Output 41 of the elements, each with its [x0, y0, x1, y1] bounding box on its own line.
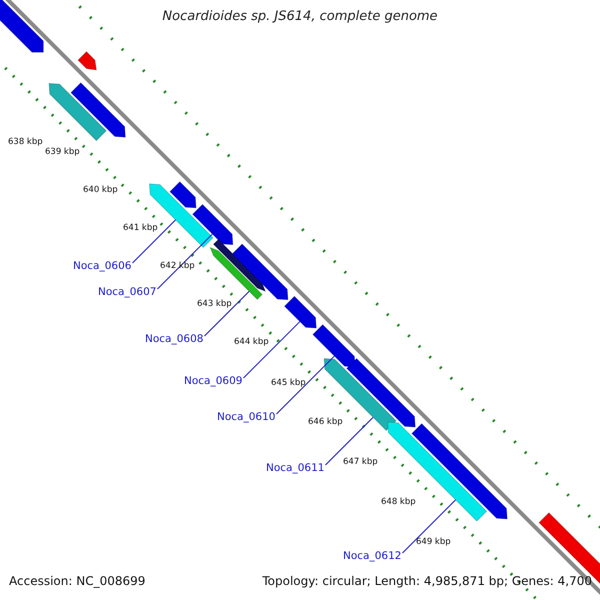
tick-label: 648 kbp [381, 497, 416, 507]
tick-label: 642 kbp [160, 261, 195, 271]
tick-label: 644 kbp [234, 337, 269, 347]
tick-label: 643 kbp [197, 299, 232, 309]
gene-feature [232, 244, 288, 300]
footer-text: Topology: circular; Length: 4,985,871 bp; Genes: 4,700 [262, 574, 592, 588]
gene-feature [0, 0, 44, 53]
tick-label: 645 kbp [271, 378, 306, 388]
gene-name: Noca_0606 [73, 260, 132, 272]
tick-label: 647 kbp [343, 457, 378, 467]
gene-feature [284, 296, 317, 328]
leader-line [204, 290, 250, 336]
leader-line [276, 356, 335, 414]
leader-line [242, 321, 300, 378]
tick-label: 640 kbp [83, 185, 118, 195]
gene-feature [324, 358, 397, 432]
footer-text: Accession: NC_008699 [9, 574, 146, 588]
gene-name: Noca_0612 [343, 550, 402, 562]
gene-name: Noca_0610 [217, 411, 276, 423]
tick-label: 639 kbp [45, 147, 80, 157]
gene-feature [210, 246, 263, 300]
gene-feature [346, 358, 416, 428]
leader-line [324, 416, 374, 466]
gene-name: Noca_0611 [266, 462, 324, 474]
leader-line [156, 234, 213, 290]
tick-label: 649 kbp [416, 537, 451, 547]
gene-name: Noca_0608 [145, 333, 204, 345]
gene-feature [78, 51, 97, 70]
title: Nocardioides sp. JS614, complete genome [161, 9, 439, 24]
gene-name: Noca_0607 [98, 286, 156, 298]
gene-feature [192, 204, 234, 246]
gene-feature [312, 324, 356, 368]
leader-line [402, 499, 456, 554]
gene-feature [48, 83, 107, 142]
leader-line [132, 219, 176, 264]
tick-label: 646 kbp [308, 417, 343, 427]
tick-label: 638 kbp [8, 137, 43, 147]
gene-feature [169, 181, 196, 208]
gene-feature [70, 82, 126, 138]
gene-name: Noca_0609 [184, 375, 242, 387]
tick-label: 641 kbp [123, 223, 158, 233]
